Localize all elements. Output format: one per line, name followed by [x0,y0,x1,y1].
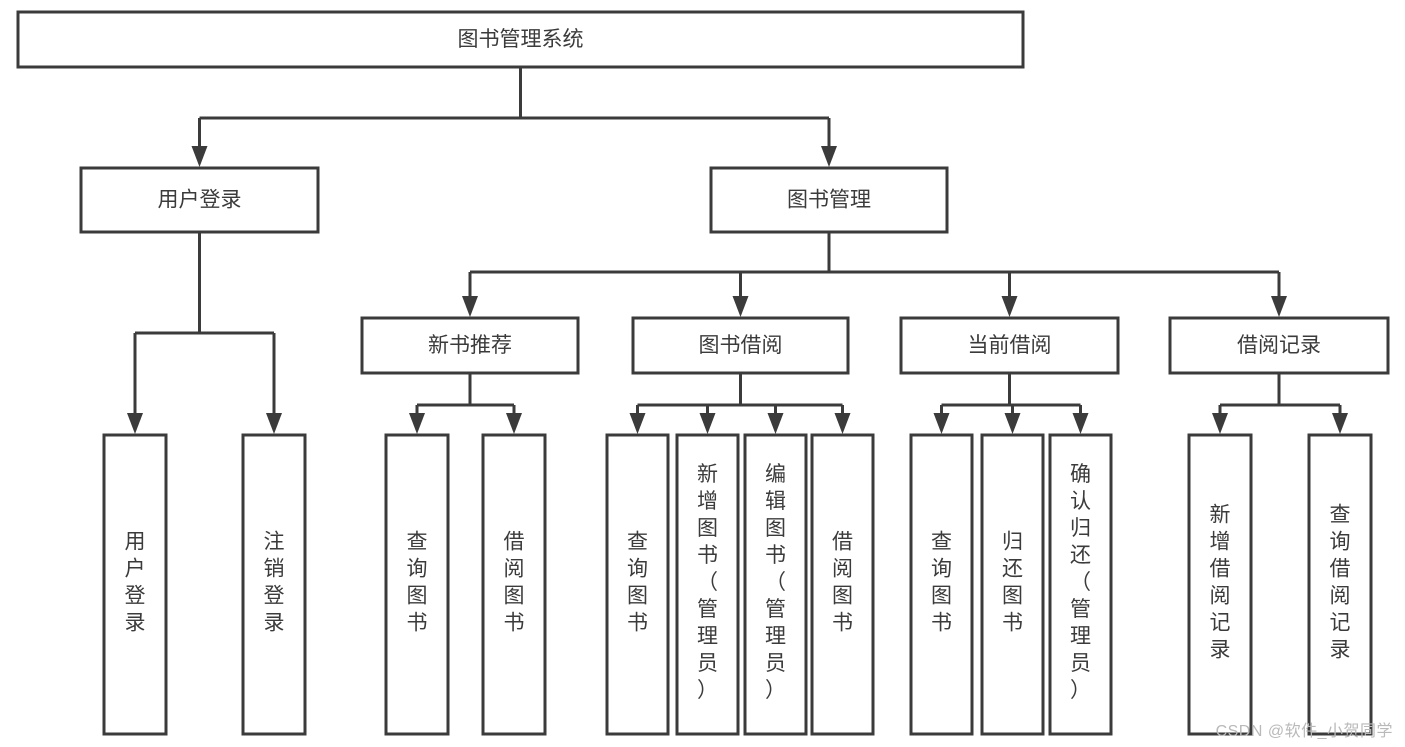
node-level2-book-management[interactable]: 图书管理 [709,166,949,234]
arrow-head-icon [1001,296,1018,317]
arrow-head-icon [767,413,784,434]
arrow-head-icon [1004,413,1021,434]
arrow-head-icon [629,413,646,434]
arrow-head-icon [821,146,837,167]
node-box [102,433,168,736]
arrow-head-icon [1072,413,1089,434]
arrow-head-icon [1212,413,1228,434]
node-box [743,433,808,736]
node-leaf-leaf-query-book-1[interactable]: 查询图书 [384,433,450,736]
node-label: 确认归还（管理员） [1070,463,1091,702]
arrow-head-icon [409,413,425,434]
node-label: 当前借阅 [968,334,1052,357]
node-level3-current-borrow[interactable]: 当前借阅 [899,316,1120,375]
arrow-head-icon [506,413,522,434]
arrow-head-icon [699,413,716,434]
arrow-head-icon [266,413,282,434]
node-leaf-leaf-logout[interactable]: 注销登录 [241,433,307,736]
node-leaf-leaf-return-book[interactable]: 归还图书 [980,433,1045,736]
node-box [481,433,547,736]
node-label: 归还图书 [1002,531,1023,635]
arrow-head-icon [127,413,143,434]
arrow-head-icon [462,296,478,317]
node-label: 图书借阅 [699,334,783,357]
node-level3-book-borrow[interactable]: 图书借阅 [631,316,850,375]
arrow-head-icon [732,296,749,317]
node-label: 注销登录 [264,531,285,635]
node-label: 查询图书 [627,531,648,635]
node-label: 新增借阅记录 [1210,504,1231,662]
node-box [1187,433,1253,736]
node-leaf-leaf-query-book-3[interactable]: 查询图书 [909,433,974,736]
arrow-head-icon [834,413,851,434]
node-leaf-leaf-borrow-book-2[interactable]: 借阅图书 [810,433,875,736]
node-label: 查询图书 [407,531,428,635]
node-label: 借阅图书 [832,531,853,635]
arrow-head-icon [1332,413,1348,434]
node-leaf-leaf-confirm-return[interactable]: 确认归还（管理员） [1048,433,1113,736]
node-box [605,433,670,736]
node-leaf-leaf-edit-book[interactable]: 编辑图书（管理员） [743,433,808,736]
node-box [384,433,450,736]
node-box [675,433,740,736]
node-level3-new-book-recommend[interactable]: 新书推荐 [360,316,580,375]
node-box [909,433,974,736]
node-root[interactable]: 图书管理系统 [16,10,1025,69]
node-label: 借阅记录 [1237,334,1321,357]
node-leaf-leaf-add-book[interactable]: 新增图书（管理员） [675,433,740,736]
node-label: 新书推荐 [428,334,512,357]
node-box [709,166,949,234]
node-box [810,433,875,736]
node-label: 查询借阅记录 [1330,504,1351,662]
node-leaf-leaf-query-record[interactable]: 查询借阅记录 [1307,433,1373,736]
node-box [631,316,850,375]
node-label: 用户登录 [125,531,146,635]
arrow-head-icon [1271,296,1287,317]
node-box [241,433,307,736]
edges-layer [127,67,1348,434]
node-leaf-leaf-borrow-book-1[interactable]: 借阅图书 [481,433,547,736]
node-box [360,316,580,375]
nodes-layer: 图书管理系统用户登录图书管理新书推荐图书借阅当前借阅借阅记录用户登录注销登录查询… [16,10,1390,736]
node-box [1168,316,1390,375]
node-label: 图书管理系统 [458,28,584,51]
node-box [980,433,1045,736]
node-box [899,316,1120,375]
node-label: 借阅图书 [504,531,525,635]
node-box [79,166,320,234]
node-label: 编辑图书（管理员） [765,463,786,702]
arrow-head-icon [933,413,950,434]
node-label: 查询图书 [931,531,952,635]
node-box [1307,433,1373,736]
arrow-head-icon [191,146,208,167]
node-box [1048,433,1113,736]
node-label: 用户登录 [158,189,242,212]
node-level2-user-login[interactable]: 用户登录 [79,166,320,234]
node-box [16,10,1025,69]
node-label: 新增图书（管理员） [697,463,718,702]
node-leaf-leaf-user-login[interactable]: 用户登录 [102,433,168,736]
node-level3-borrow-record[interactable]: 借阅记录 [1168,316,1390,375]
node-leaf-leaf-query-book-2[interactable]: 查询图书 [605,433,670,736]
node-label: 图书管理 [787,189,871,212]
node-leaf-leaf-add-record[interactable]: 新增借阅记录 [1187,433,1253,736]
